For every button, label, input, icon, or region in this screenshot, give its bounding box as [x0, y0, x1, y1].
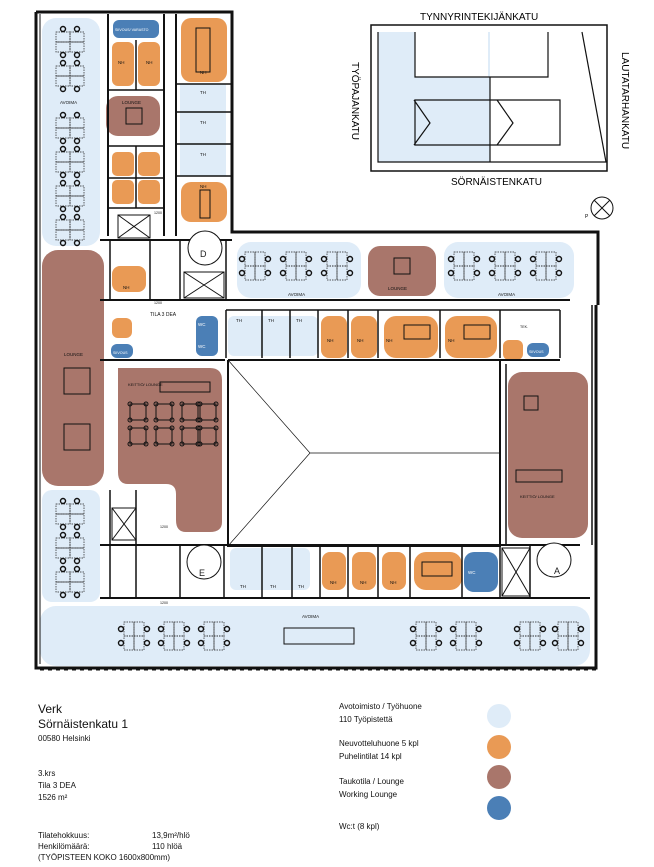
stair-a-label: A [554, 566, 560, 576]
th-label: TH [240, 584, 246, 589]
area: 1526 m² [38, 793, 68, 802]
door-width-label: 1200 [160, 601, 168, 605]
nh-label: NH [330, 580, 337, 585]
lounge-label: LOUNGE [388, 286, 407, 291]
door-width-label: 1200 [154, 211, 162, 215]
avoima-label: AVOIMA [60, 100, 77, 105]
avoima-label: AVOIMA [302, 614, 319, 619]
door-width-label: 1200 [160, 525, 168, 529]
stair-e-label: E [199, 568, 205, 578]
nh-label: NH [200, 184, 207, 189]
th-label: TH [296, 318, 302, 323]
street-north: TYNNYRINTEKIJÄNKATU [420, 11, 538, 23]
legend-swatch [487, 765, 511, 789]
workstation-note: (TYÖPISTEEN KOKO 1600x800mm) [38, 853, 171, 862]
north-compass: P [585, 196, 614, 220]
street-address: Sörnäistenkatu 1 [38, 717, 129, 731]
stats-block: Tilatehokkuus:13,9m²/hlö Henkilömäärä:11… [38, 830, 190, 863]
kitchen-lounge-label: KEITTIÖ/ LOUNGE [520, 494, 555, 499]
tek-label: TEK. [520, 325, 528, 329]
postal-address: 00580 Helsinki [38, 734, 91, 743]
company-name: Verk [38, 702, 63, 716]
nh-label: NH [118, 60, 125, 65]
wc-label: WC [468, 570, 476, 575]
th-label: TH [268, 318, 274, 323]
lounge-label: LOUNGE [122, 100, 141, 105]
legend-swatch [487, 704, 511, 728]
floor-plan: SIIVOUS/ VARASTO AVOIMA AVOIMA AVOIMA AV… [34, 10, 630, 671]
nh-label: NH [386, 338, 393, 343]
legend-swatch [487, 735, 511, 759]
space-id: Tila 3 DEA [38, 781, 76, 790]
stat-row: Henkilömäärä:110 hlöä [38, 842, 183, 851]
storage-label: SIIVOUS/ VARASTO [115, 28, 149, 32]
street-east: LAUTATARHANKATU [619, 52, 630, 149]
avoima-label: AVOIMA [288, 292, 305, 297]
walls [34, 10, 600, 671]
th-label: TH [200, 152, 206, 157]
stair-d-label: D [200, 249, 207, 259]
stairs [186, 230, 572, 580]
stat-row: Tilatehokkuus:13,9m²/hlö [38, 831, 190, 840]
wc-label: WC [198, 322, 206, 327]
legend-swatch [487, 796, 511, 820]
floor: 3.krs [38, 769, 56, 778]
th-label: TH [200, 90, 206, 95]
meeting-zones [112, 18, 523, 590]
th-label: TH [236, 318, 242, 323]
nh-label: NH [200, 70, 207, 75]
nh-label: NH [360, 580, 367, 585]
nh-label: NH [448, 338, 455, 343]
space-block: 3.krs Tila 3 DEA 1526 m² [38, 768, 76, 804]
nh-label: NH [327, 338, 334, 343]
nh-label: NH [146, 60, 153, 65]
th-label: TH [200, 120, 206, 125]
kitchen-lounge-label: KEITTIÖ/ LOUNGE [128, 382, 163, 387]
siivous-label: SIIVOUS [529, 350, 544, 354]
key-plan: TYNNYRINTEKIJÄNKATU SÖRNÄISTENKATU TYÖPA… [349, 11, 630, 188]
space-label: TILA 3 DEA [150, 312, 177, 318]
lounge-tables [63, 27, 563, 577]
siivous-label: SIIVOUS [113, 351, 128, 355]
wc-zones [111, 20, 549, 592]
lounge-label: LOUNGE [64, 352, 83, 357]
th-label: TH [270, 584, 276, 589]
avoima-label: AVOIMA [498, 292, 515, 297]
wc-label: WC [198, 344, 206, 349]
address-block: Verk Sörnäistenkatu 1 00580 Helsinki [38, 702, 128, 745]
compass-label: P [585, 214, 589, 220]
legend-item-wc: Wc:t (8 kpl) [339, 796, 559, 833]
nh-label: NH [123, 285, 130, 290]
th-label: TH [298, 584, 304, 589]
street-west: TYÖPAJANKATU [349, 62, 361, 140]
door-width-label: 1200 [154, 301, 162, 305]
nh-label: NH [357, 338, 364, 343]
street-south: SÖRNÄISTENKATU [451, 176, 542, 188]
desks [55, 25, 585, 651]
nh-label: NH [390, 580, 397, 585]
